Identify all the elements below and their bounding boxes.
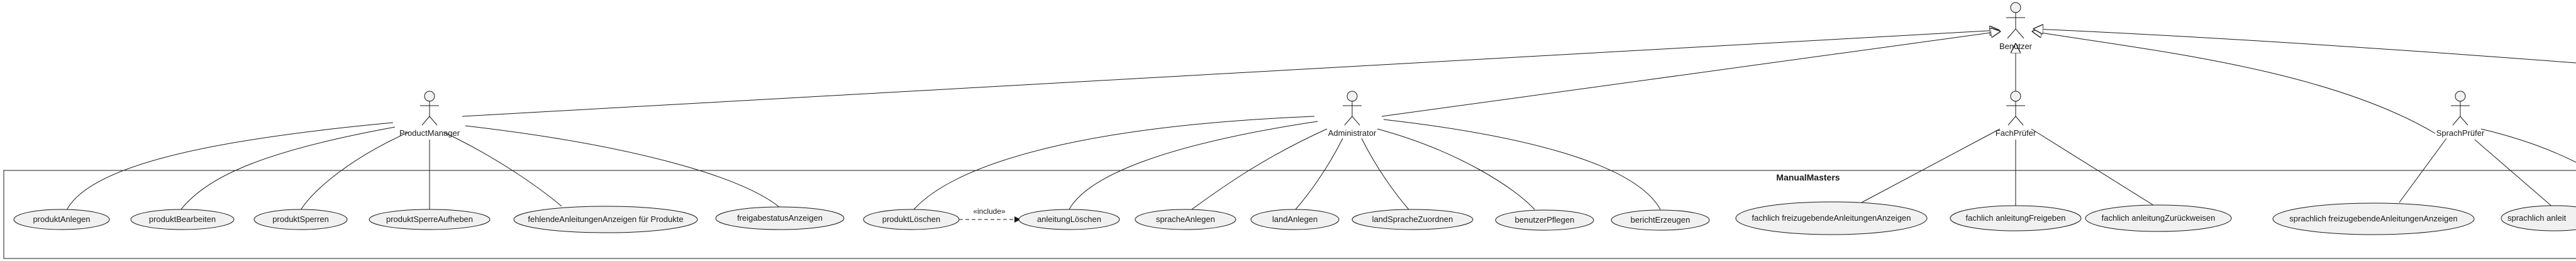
actor-benutzer: Benutzer: [1999, 2, 2033, 51]
stick-figure-icon: [2006, 2, 2025, 39]
usecase-produktsperren: produktSperren: [253, 209, 348, 230]
usecase-benutzerpflegen: benutzerPflegen: [1495, 209, 1594, 231]
svg-text:produktAnlegen: produktAnlegen: [33, 214, 90, 224]
stick-figure-icon: [2006, 91, 2025, 126]
usecase-fehlendeanleitungen: fehlendeAnleitungenAnzeigen für Produkte: [513, 206, 698, 233]
svg-text:landAnlegen: landAnlegen: [1272, 214, 1318, 224]
usecase-landsprachezuordnen: landSpracheZuordnen: [1352, 209, 1474, 230]
svg-text:berichtErzeugen: berichtErzeugen: [1631, 215, 1690, 225]
system-title: ManualMasters: [1776, 172, 1840, 182]
usecase-produktbearbeiten: produktBearbeiten: [130, 209, 235, 230]
usecase-spracheanlegen: spracheAnlegen: [1135, 209, 1236, 230]
actor-fachpruefer: FachPrüfer: [1996, 91, 2036, 138]
svg-text:fachlich anleitungFreigeben: fachlich anleitungFreigeben: [1966, 213, 2066, 223]
svg-text:freigabestatusAnzeigen: freigabestatusAnzeigen: [737, 213, 823, 223]
stick-figure-icon: [420, 91, 439, 126]
association-lines: [66, 116, 2576, 211]
svg-text:produktSperren: produktSperren: [272, 214, 329, 224]
svg-text:fehlendeAnleitungenAnzeigen fü: fehlendeAnleitungenAnzeigen für Produkte: [528, 214, 683, 224]
stick-figure-icon: [1343, 91, 1362, 126]
svg-text:produktBearbeiten: produktBearbeiten: [149, 214, 216, 224]
usecase-produktanlegen: produktAnlegen: [13, 209, 110, 230]
usecase-produktsperreaufheben: produktSperreAufheben: [369, 209, 491, 230]
usecase-fachlich-zurueckweisen: fachlich anleitungZurückweisen: [2085, 204, 2232, 232]
actor-label: Administrator: [1328, 128, 1377, 138]
usecase-sprachlich-anleitung: sprachlich anleit: [2501, 205, 2576, 231]
svg-text:benutzerPflegen: benutzerPflegen: [1515, 215, 1575, 225]
actor-label: Benutzer: [1999, 42, 2033, 51]
actor-administrator: Administrator: [1328, 91, 1377, 138]
usecase-landanlegen: landAnlegen: [1250, 209, 1340, 230]
svg-text:sprachlich freizugebendeAnleit: sprachlich freizugebendeAnleitungenAnzei…: [2289, 214, 2457, 223]
usecase-sprachlich-freizugebende: sprachlich freizugebendeAnleitungenAnzei…: [2272, 203, 2475, 235]
usecase-anleitungloeschen: anleitungLöschen: [1018, 209, 1120, 230]
actor-productmanager: ProductManager: [399, 91, 460, 138]
svg-text:fachlich anleitungZurückweisen: fachlich anleitungZurückweisen: [2102, 213, 2216, 223]
svg-text:produktSperreAufheben: produktSperreAufheben: [386, 214, 473, 224]
system-boundary: [3, 170, 2576, 259]
stick-figure-icon: [2451, 91, 2470, 126]
actor-sprachpruefer: SprachPrüfer: [2436, 91, 2485, 138]
svg-text:spracheAnlegen: spracheAnlegen: [1156, 214, 1215, 224]
usecase-berichterzeugen: berichtErzeugen: [1611, 209, 1710, 231]
actor-label: ProductManager: [399, 128, 460, 138]
svg-text:fachlich freizugebendeAnleitun: fachlich freizugebendeAnleitungenAnzeige…: [1752, 213, 1911, 223]
usecase-freigabestatusanzeigen: freigabestatusAnzeigen: [715, 206, 845, 230]
svg-text:anleitungLöschen: anleitungLöschen: [1037, 214, 1101, 224]
usecase-fachlich-freigeben: fachlich anleitungFreigeben: [1950, 205, 2082, 231]
usecase-produktloeschen: produktLöschen: [863, 209, 960, 230]
actor-label: SprachPrüfer: [2436, 128, 2485, 138]
generalization-lines: [462, 29, 2576, 134]
svg-text:sprachlich anleit: sprachlich anleit: [2507, 213, 2567, 223]
svg-text:produktLöschen: produktLöschen: [882, 214, 941, 224]
usecase-fachlich-freizugebende: fachlich freizugebendeAnleitungenAnzeige…: [1735, 201, 1928, 235]
actor-label: FachPrüfer: [1996, 128, 2036, 138]
svg-text:landSpracheZuordnen: landSpracheZuordnen: [1372, 214, 1453, 224]
include-label: «include»: [973, 207, 1006, 216]
